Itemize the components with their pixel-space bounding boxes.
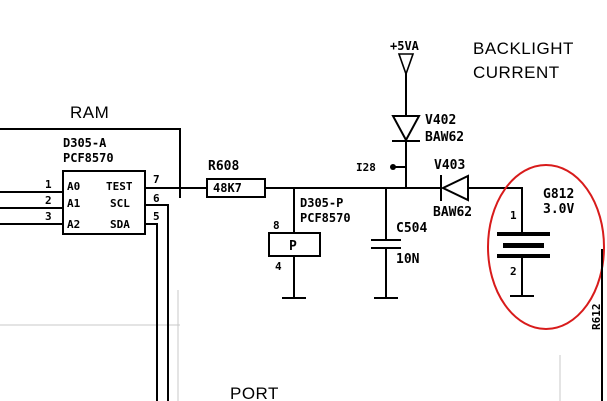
diode-v403: V403 BAW62 bbox=[433, 158, 472, 220]
diode-v403-part: BAW62 bbox=[433, 205, 472, 220]
capacitor-value: 10N bbox=[396, 252, 420, 267]
diode-v402-icon bbox=[391, 115, 421, 143]
ic-p-ref: D305-P bbox=[300, 196, 343, 210]
ic-a-pin-1-num: 1 bbox=[45, 178, 52, 191]
diode-v403-icon bbox=[440, 174, 469, 202]
ic-a-pin-test: TEST bbox=[106, 180, 133, 193]
resistor-value: 48K7 bbox=[213, 181, 242, 195]
ic-p-pin-8: 8 bbox=[273, 219, 280, 232]
testpoint-i28: I28 bbox=[356, 161, 407, 174]
ic-a-pin-5-num: 5 bbox=[153, 210, 160, 223]
current-heading: CURRENT bbox=[473, 63, 560, 82]
ic-p-symbol: P bbox=[289, 239, 297, 254]
highlight-circle bbox=[487, 164, 605, 330]
port-heading: PORT bbox=[230, 384, 279, 401]
battery-plate-2 bbox=[503, 243, 544, 248]
ic-a-pin-scl: SCL bbox=[110, 197, 130, 210]
capacitor-ref: C504 bbox=[396, 221, 427, 236]
diode-v402-part: BAW62 bbox=[425, 130, 464, 145]
battery-ref: G812 bbox=[543, 187, 574, 202]
backlight-heading: BACKLIGHT bbox=[473, 39, 574, 58]
ic-a-input-wires bbox=[0, 191, 64, 225]
diode-v403-ref: V403 bbox=[434, 158, 465, 173]
ic-a-pin-7-num: 7 bbox=[153, 173, 160, 186]
edge-component-r612: R612 bbox=[590, 249, 603, 401]
battery-plate-3 bbox=[497, 254, 550, 258]
ic-p-part: PCF8570 bbox=[300, 211, 351, 225]
testpoint-label: I28 bbox=[356, 161, 376, 174]
main-net-wires bbox=[264, 140, 523, 241]
battery-value: 3.0V bbox=[543, 202, 574, 217]
edge-component-ref: R612 bbox=[590, 304, 603, 331]
ic-d305-p: P D305-P PCF8570 8 4 bbox=[268, 196, 351, 299]
resistor-r608: R608 48K7 bbox=[206, 159, 266, 198]
ic-a-pin-a0: A0 bbox=[67, 180, 80, 193]
capacitor-c504: C504 10N bbox=[371, 221, 427, 299]
ic-a-pin-a1: A1 bbox=[67, 197, 81, 210]
battery-g812: 1 2 G812 3.0V bbox=[497, 187, 574, 297]
ic-a-pin-a2: A2 bbox=[67, 218, 80, 231]
ram-heading: RAM bbox=[70, 103, 109, 122]
ram-block-outline bbox=[0, 128, 181, 198]
ic-a-pin-2-num: 2 bbox=[45, 194, 52, 207]
scan-artifacts bbox=[0, 290, 561, 401]
diode-v402: V402 BAW62 bbox=[391, 113, 464, 145]
resistor-ref: R608 bbox=[208, 159, 239, 174]
ic-a-pin-3-num: 3 bbox=[45, 210, 52, 223]
battery-pin-pos: 1 bbox=[510, 209, 517, 222]
ic-a-ref: D305-A bbox=[63, 136, 107, 150]
ic-p-pin-4: 4 bbox=[275, 260, 282, 273]
supply-5va: +5VA bbox=[390, 39, 420, 117]
diode-v402-ref: V402 bbox=[425, 113, 456, 128]
ic-d305-a: D305-A PCF8570 1 2 3 A0 A1 A2 TEST SCL S… bbox=[45, 136, 160, 235]
battery-pin-neg: 2 bbox=[510, 265, 517, 278]
battery-plate-1 bbox=[497, 232, 550, 236]
supply-label: +5VA bbox=[390, 39, 420, 53]
ic-a-part: PCF8570 bbox=[63, 151, 114, 165]
supply-arrow-icon bbox=[397, 53, 415, 77]
ic-a-pin-sda: SDA bbox=[110, 218, 130, 231]
ic-a-pin-6-num: 6 bbox=[153, 192, 160, 205]
ic-a-output-wires bbox=[144, 187, 208, 401]
